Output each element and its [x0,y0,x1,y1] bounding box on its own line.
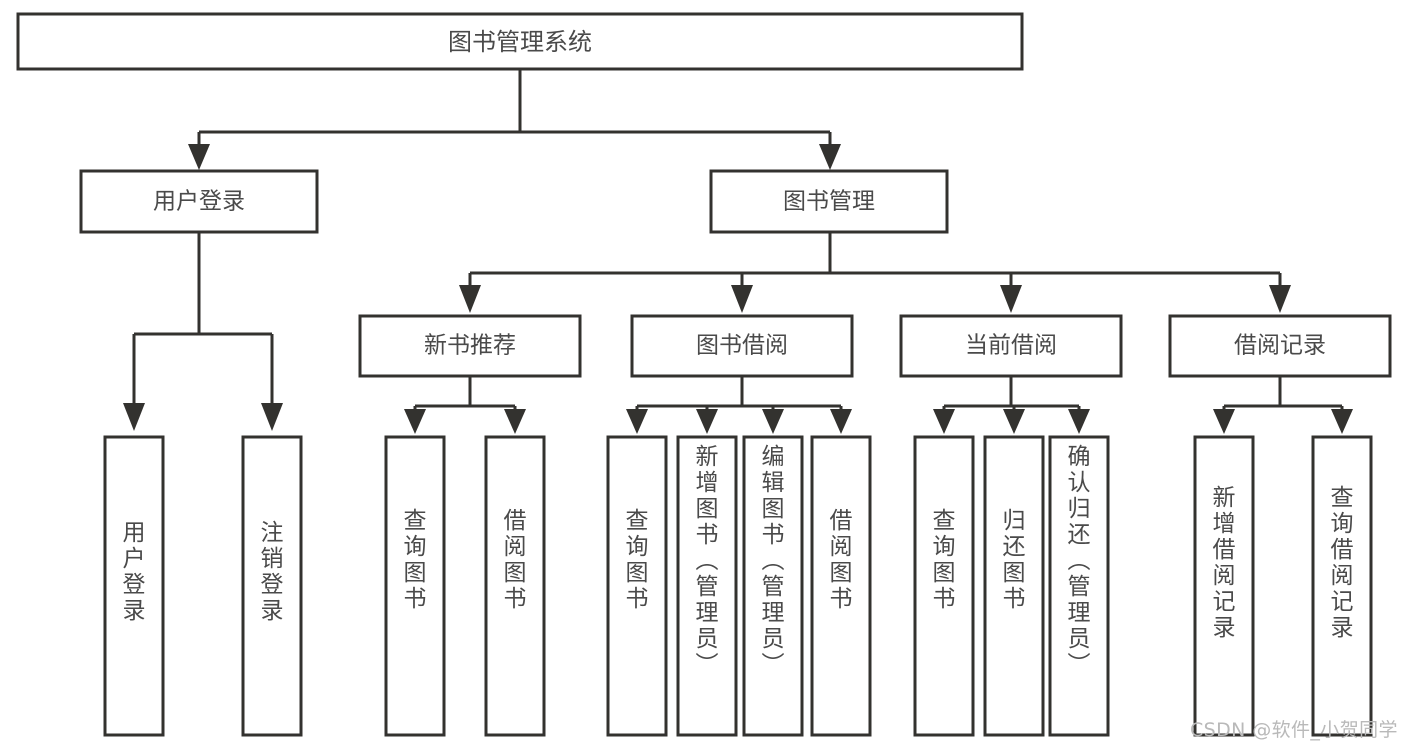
leaf-query-book-1-box[interactable] [384,435,446,737]
watermark: CSDN @软件_小贺同学 [1190,719,1398,741]
arrowhead-leaf-user-login [123,403,145,431]
node-root-box[interactable] [16,12,1024,71]
node-current-borrow[interactable]: 当前借阅 [899,314,1123,378]
arrowhead-leaf-query-book-2 [626,409,648,434]
arrowhead-leaf-edit-book [762,409,784,434]
node-user-login[interactable]: 用户登录 [79,169,319,234]
leaf-add-record-box[interactable] [1193,435,1255,737]
arrowhead-borrow-record [1269,285,1291,313]
arrowhead-leaf-borrow-book-2 [830,409,852,434]
arrowhead-book-manage [819,144,841,170]
arrowhead-new-book-rec [459,285,481,313]
node-new-book-rec[interactable]: 新书推荐 [358,314,582,378]
leaf-confirm-return-box[interactable] [1048,435,1110,737]
node-user-login-label: 用户登录 [153,189,245,215]
connector-new-book-rec-bus [413,376,517,412]
node-book-manage[interactable]: 图书管理 [709,169,949,234]
arrowhead-leaf-return-book [1003,409,1025,434]
node-borrow-record-box[interactable] [1168,314,1392,378]
leaf-edit-book-box[interactable] [742,435,804,737]
connector-borrow-record-bus [1222,376,1344,412]
leaf-box-layer [103,435,1373,737]
arrowhead-user-login [188,144,210,170]
node-root[interactable]: 图书管理系统 [16,12,1024,71]
node-current-borrow-label: 当前借阅 [965,333,1057,359]
arrowhead-leaf-add-record [1213,409,1235,434]
leaf-return-book-box[interactable] [983,435,1045,737]
node-current-borrow-box[interactable] [899,314,1123,378]
arrowhead-leaf-query-record [1331,409,1353,434]
arrowhead-leaf-logout [261,403,283,431]
node-book-manage-box[interactable] [709,169,949,234]
node-new-book-rec-label: 新书推荐 [424,333,516,359]
leaf-add-book-box[interactable] [676,435,738,737]
node-book-borrow-box[interactable] [630,314,854,378]
node-root-label: 图书管理系统 [448,28,592,56]
arrowhead-current-borrow [1000,285,1022,313]
node-book-borrow[interactable]: 图书借阅 [630,314,854,378]
connector-root-bus [197,69,832,152]
arrowhead-leaf-query-book-1 [404,409,426,434]
node-book-manage-label: 图书管理 [783,189,875,215]
leaf-query-record-box[interactable] [1311,435,1373,737]
arrowhead-leaf-query-book-3 [933,409,955,434]
leaf-query-book-2-box[interactable] [606,435,668,737]
connector-current-borrow-bus [942,376,1081,412]
leaf-borrow-book-2-box[interactable] [810,435,872,737]
connector-book-borrow-bus [635,376,843,412]
connector-user-login-bus [132,232,274,405]
node-borrow-record-label: 借阅记录 [1234,333,1326,359]
arrowhead-leaf-add-book [696,409,718,434]
connector-layer [123,69,1353,434]
arrowhead-leaf-borrow-book-1 [504,409,526,434]
arrowhead-leaf-confirm-return [1068,409,1090,434]
node-new-book-rec-box[interactable] [358,314,582,378]
arrowhead-book-borrow [731,285,753,313]
connector-book-manage-bus [468,232,1282,289]
node-user-login-box[interactable] [79,169,319,234]
leaf-query-book-3-box[interactable] [913,435,975,737]
leaf-user-login-box[interactable] [103,435,165,737]
leaf-logout-box[interactable] [241,435,303,737]
node-book-borrow-label: 图书借阅 [696,333,788,359]
leaf-borrow-book-1-box[interactable] [484,435,546,737]
node-borrow-record[interactable]: 借阅记录 [1168,314,1392,378]
